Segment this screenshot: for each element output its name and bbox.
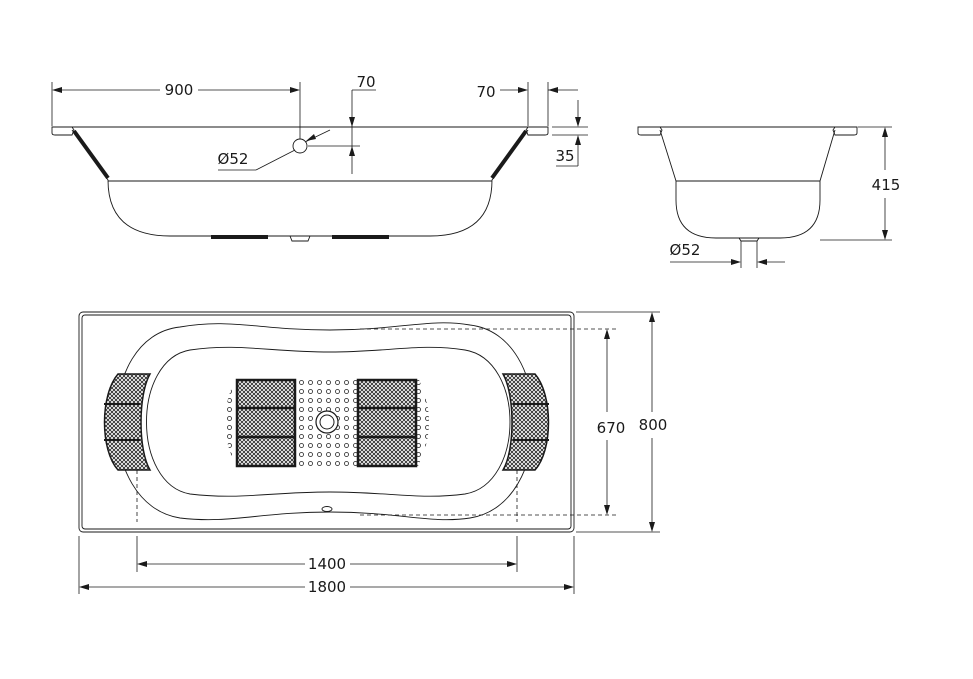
dim-rim-width-label: 70: [476, 83, 495, 101]
dim-overflow-diameter-label: Ø52: [218, 150, 249, 168]
end-right-rim-lip: [832, 126, 858, 136]
end-drain: [738, 237, 760, 242]
dim-depth-label: 415: [872, 176, 901, 194]
dim-rim-height-label: 35: [555, 147, 574, 165]
dim-inner-length-label: 1400: [308, 555, 346, 573]
plan-right-mats: [356, 378, 418, 468]
dim-outer-length-label: 1800: [308, 578, 346, 596]
dim-outer-width-label: 800: [639, 416, 668, 434]
plan-drain-inner: [319, 414, 335, 430]
side-view: 900 70 Ø52 70 35: [51, 73, 588, 242]
plan-overflow: [321, 506, 333, 512]
end-left-rim-lip: [637, 126, 663, 136]
side-drain: [289, 235, 311, 242]
plan-view: 670 800 1400 1800: [78, 311, 668, 596]
plan-outer-rim-inner: [81, 314, 572, 530]
end-tub-body: [659, 129, 836, 239]
side-left-rim-lip: [51, 126, 75, 136]
side-bottom-strip-right: [332, 235, 389, 239]
dim-length-half-label: 900: [165, 81, 194, 99]
side-bottom-strip-left: [211, 235, 268, 239]
side-overflow-hole: [292, 138, 308, 154]
side-left-pad: [72, 129, 110, 180]
side-tub-body: [71, 129, 529, 237]
plan-right-backrest: [501, 373, 550, 471]
plan-left-backrest: [103, 373, 152, 471]
plan-outer-rim: [78, 311, 575, 533]
end-view: 415 Ø52: [637, 126, 901, 268]
dim-inner-width-label: 670: [597, 419, 626, 437]
plan-bowl-outer: [115, 322, 535, 521]
side-right-rim-lip: [525, 126, 549, 136]
dim-overflow-offset-label: 70: [356, 73, 375, 91]
plan-bowl-inner: [146, 346, 511, 497]
plan-left-mats: [235, 378, 297, 468]
side-right-pad: [490, 129, 528, 180]
dim-drain-diameter-label: Ø52: [670, 241, 701, 259]
